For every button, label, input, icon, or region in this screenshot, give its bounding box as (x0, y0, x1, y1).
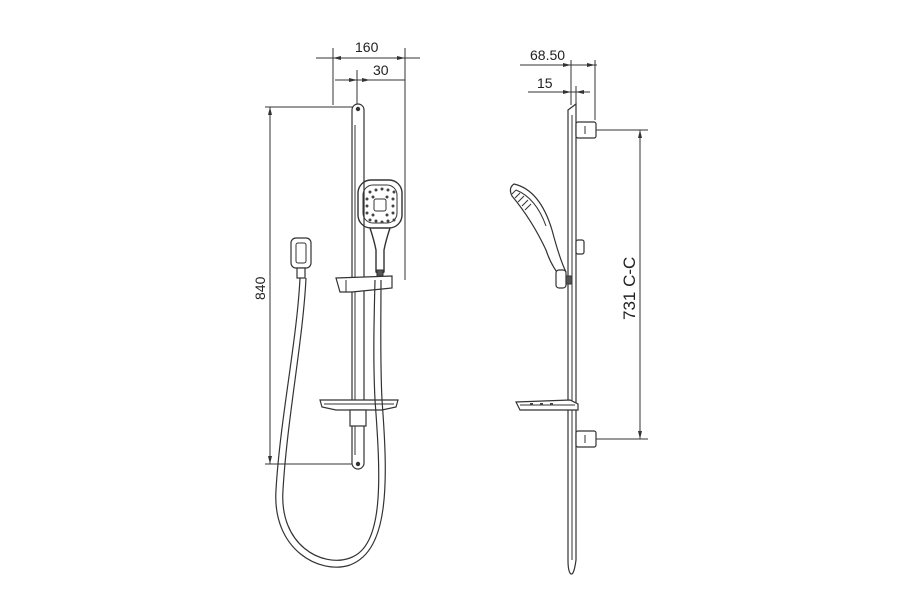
dimension-label-30: 30 (373, 62, 389, 78)
wall-bracket-bottom (575, 430, 597, 448)
dimension-68-50: 68.50 (520, 47, 597, 120)
front-view: 160 30 840 (252, 39, 420, 568)
hand-shower-side (509, 183, 573, 289)
wall-bracket-top (575, 121, 597, 139)
slider-bracket (335, 275, 393, 293)
side-view: 68.50 15 731 C-C (509, 47, 648, 575)
rail-profile (567, 102, 577, 575)
dimension-label-15: 15 (537, 75, 553, 91)
dimension-label-68-50: 68.50 (530, 47, 565, 63)
soap-shelf-side (515, 399, 579, 411)
slider-side (575, 239, 585, 255)
wall-elbow (290, 237, 312, 279)
dimension-30: 30 (335, 62, 405, 105)
dimension-label-731: 731 C-C (620, 257, 639, 320)
dimension-731: 731 C-C (595, 129, 648, 440)
dimension-label-160: 160 (355, 39, 379, 55)
hand-shower (357, 179, 403, 277)
dimension-840: 840 (252, 106, 358, 465)
dimension-label-840: 840 (252, 276, 268, 300)
hose (275, 277, 386, 568)
dimension-160: 160 (316, 39, 420, 280)
soap-shelf (319, 399, 399, 427)
dimension-15: 15 (528, 75, 590, 110)
